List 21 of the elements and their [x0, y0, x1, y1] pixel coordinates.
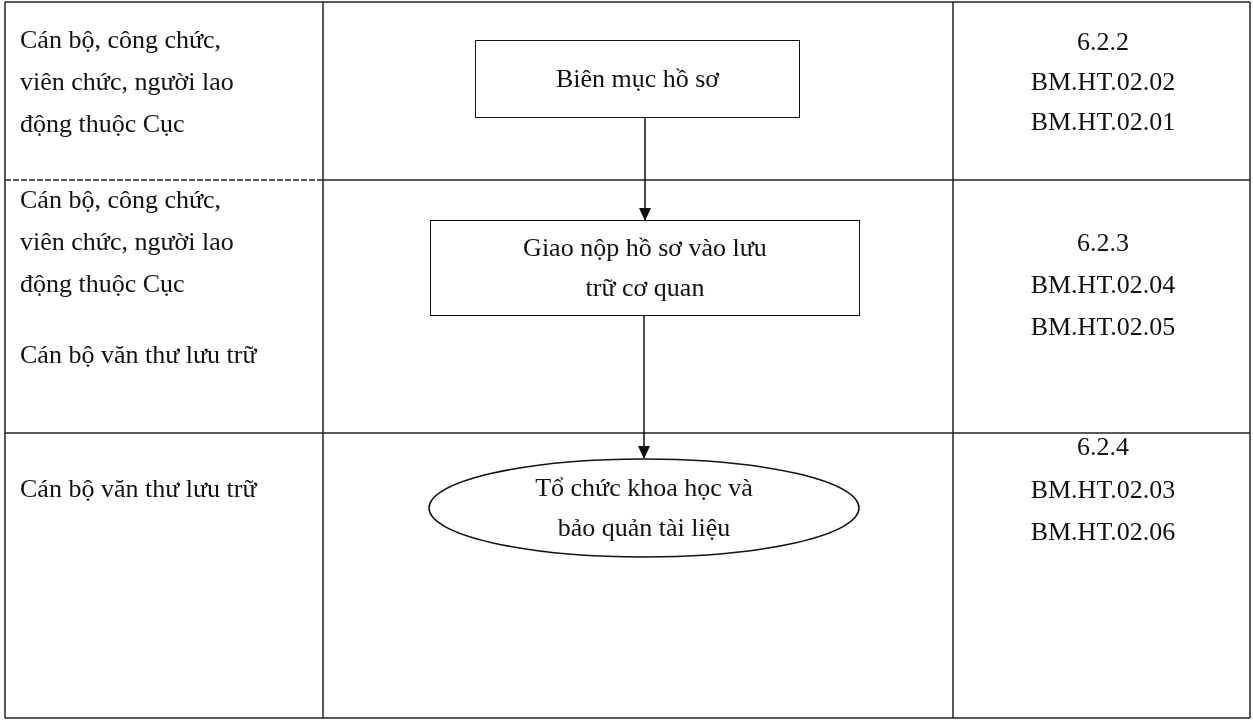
reference-code: 6.2.3: [1076, 227, 1130, 259]
reference-code: BM.HT.02.05: [1029, 311, 1177, 343]
arrow: [639, 117, 651, 221]
terminal-ellipse: [428, 458, 860, 558]
arrow: [638, 315, 650, 459]
node-text: Biên mục hồ sơ: [555, 63, 720, 95]
reference-code: 6.2.4: [1076, 431, 1130, 463]
role-text: Cán bộ, công chức, viên chức, người lao động thuộc Cục: [20, 184, 235, 300]
reference-code: BM.HT.02.04: [1029, 269, 1177, 301]
node-text: Giao nộp hồ sơ vào lưu trữ cơ quan: [522, 232, 768, 304]
reference-code: BM.HT.02.02: [1029, 66, 1177, 98]
reference-code: 6.2.2: [1076, 26, 1130, 58]
role-text: Cán bộ văn thư lưu trữ: [20, 473, 259, 505]
process-box: [430, 220, 860, 316]
role-text: Cán bộ văn thư lưu trữ: [20, 339, 259, 371]
process-box: [475, 40, 800, 118]
reference-code: BM.HT.02.01: [1029, 106, 1177, 138]
reference-code: BM.HT.02.03: [1029, 474, 1177, 506]
node-text: Tổ chức khoa học và bảo quản tài liệu: [534, 472, 754, 544]
reference-code: BM.HT.02.06: [1029, 516, 1177, 548]
role-text: Cán bộ, công chức, viên chức, người lao động thuộc Cục: [20, 24, 235, 140]
